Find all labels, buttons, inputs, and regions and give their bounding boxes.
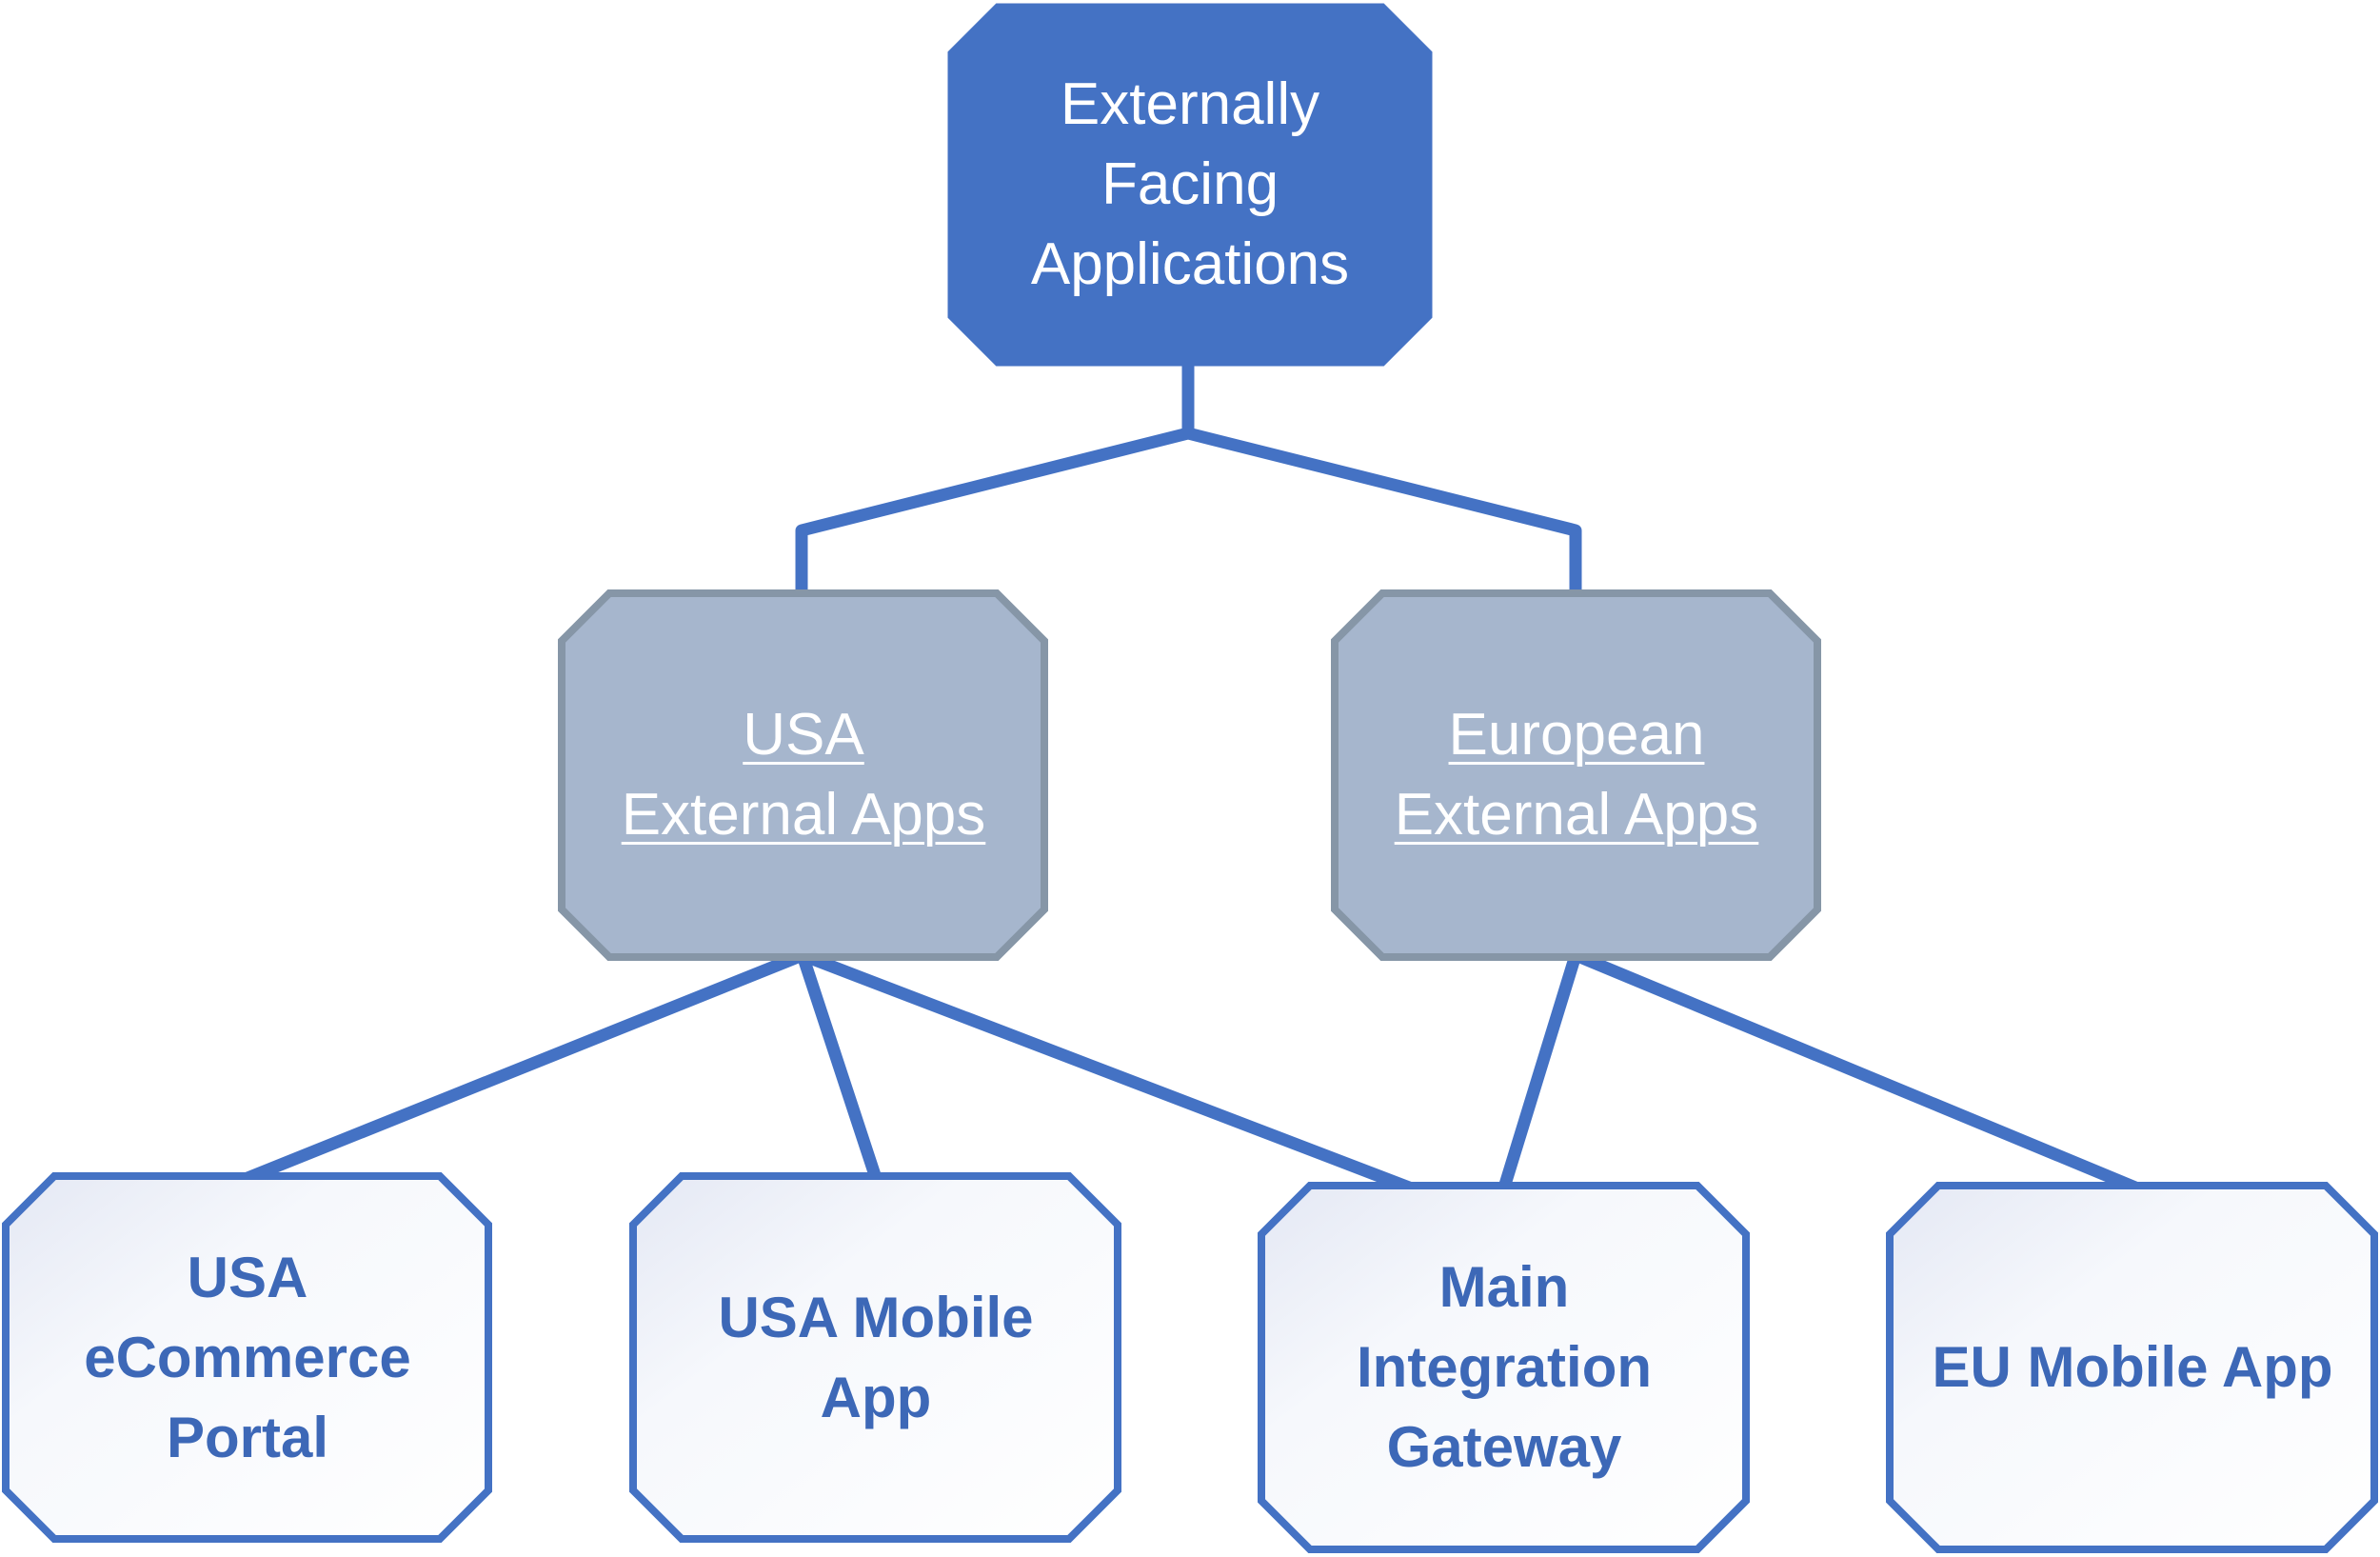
ecommerce-portal-node-box [2,1172,492,1543]
connector-usa-group-to-integration-gateway [796,948,1416,1194]
usa-mobile-app-line-1: USA Mobile [718,1286,1034,1349]
integration-gateway-node-box [1258,1182,1750,1553]
european-group-line-2[interactable]: External Apps [1394,782,1759,848]
usa-mobile-app-node-box [629,1172,1121,1543]
root-node-line-2: Facing [1101,151,1279,217]
usa-mobile-app-line-2: App [820,1366,932,1429]
eu-mobile-app-node-label: EU Mobile App [1894,1189,2371,1546]
connector-european-group-to-integration-gateway [1497,948,1582,1194]
usa-group-line-1[interactable]: USA [743,702,864,768]
usa-mobile-app-node-label: USA Mobile App [637,1180,1115,1536]
root-node-box [947,3,1433,367]
root-node-line-3: Applications [1030,231,1350,297]
ecommerce-portal-line-2: eCommerce [84,1326,411,1389]
connector-root-to-usa-group [795,360,1195,605]
root-node-label: Externally Facing Applications [952,8,1428,362]
usa-group-line-2[interactable]: External Apps [621,782,986,848]
integration-gateway-line-1: Main [1438,1255,1570,1319]
european-group-line-1[interactable]: European [1448,702,1705,768]
usa-group-node-label[interactable]: USA External Apps [565,596,1041,954]
usa-group-node-box [558,589,1048,961]
european-group-node-label[interactable]: European External Apps [1339,596,1815,954]
ecommerce-portal-node-label: USA eCommerce Portal [10,1180,486,1536]
eu-mobile-app-line-1: EU Mobile App [1932,1335,2333,1399]
ecommerce-portal-line-3: Portal [166,1406,329,1469]
connector-european-group-to-eu-mobile-app [1569,948,2142,1194]
european-group-node-box [1331,589,1821,961]
integration-gateway-node-label: Main Integration Gateway [1265,1189,1743,1546]
integration-gateway-line-3: Gateway [1386,1415,1622,1479]
connector-usa-group-to-usa-mobile-app [796,948,883,1185]
ecommerce-portal-line-1: USA [187,1246,308,1309]
root-node-line-1: Externally [1060,71,1320,137]
eu-mobile-app-node-box [1886,1182,2378,1553]
connector-usa-group-to-ecommerce-portal [241,948,809,1185]
connectors [241,360,2142,1194]
integration-gateway-line-2: Integration [1357,1335,1652,1399]
connector-root-to-european-group [1181,427,1582,605]
